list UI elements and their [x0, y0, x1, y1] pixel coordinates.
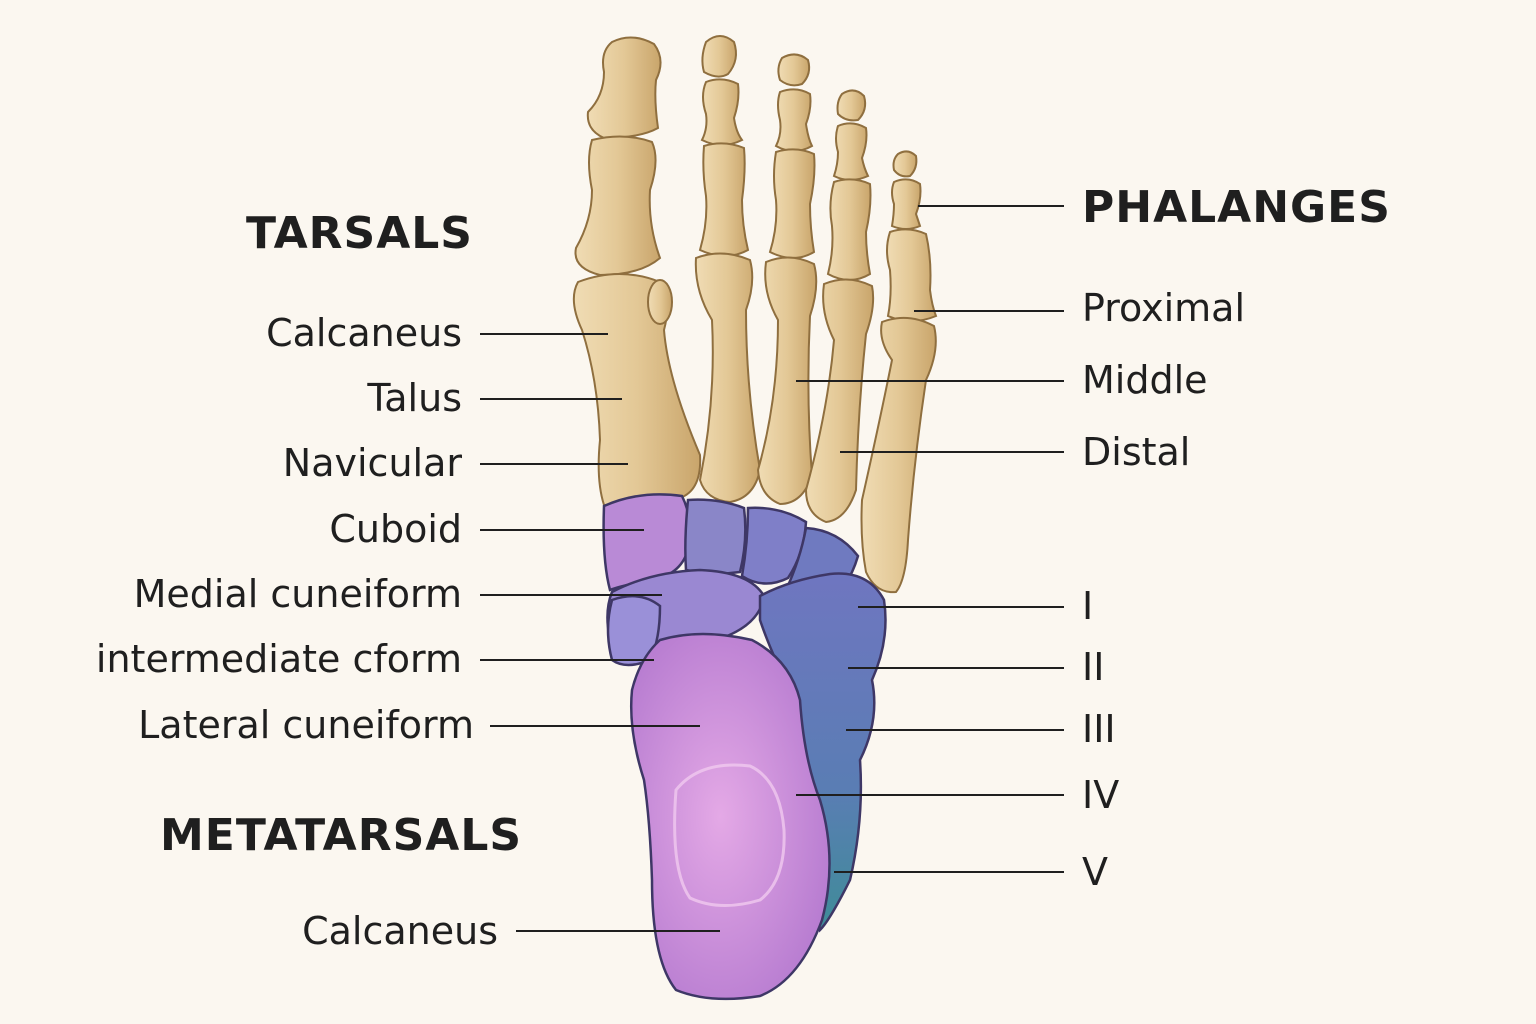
hallux-proximal-phalanx: [574, 135, 662, 277]
medial-cuneiform-bone: [684, 498, 747, 575]
label-navicular: Navicular: [282, 441, 462, 485]
third-toe-distal: [777, 53, 811, 87]
intermediate-cuneiform-bone: [740, 506, 808, 585]
label-lateral-cuneiform: Lateral cuneiform: [138, 703, 474, 747]
fifth-toe: [860, 150, 938, 594]
label-distal: Distal: [1082, 430, 1191, 474]
calcaneus-highlight: [673, 763, 786, 908]
hallux: [572, 36, 702, 509]
fifth-toe-proximal: [886, 228, 938, 322]
fourth-toe: [804, 89, 875, 524]
fifth-toe-middle: [890, 178, 922, 230]
fourth-toe-middle: [832, 122, 870, 181]
second-toe-distal: [701, 35, 737, 78]
heading-tarsals: TARSALS: [246, 208, 473, 259]
label-medial-cuneiform: Medial cuneiform: [133, 572, 462, 616]
label-calcaneus: Calcaneus: [266, 311, 462, 355]
third-toe-proximal: [768, 148, 816, 259]
label-proximal: Proximal: [1082, 286, 1246, 330]
hallux-distal-phalanx: [586, 36, 662, 140]
fourth-metatarsal: [804, 278, 875, 524]
fourth-toe-proximal: [826, 178, 872, 281]
label-middle: Middle: [1082, 358, 1208, 402]
label-intermediate-cform: intermediate cform: [95, 637, 462, 681]
numeral-V: V: [1082, 850, 1108, 894]
second-toe: [694, 35, 762, 504]
third-toe-middle: [774, 88, 814, 152]
leader-lines: [480, 205, 1064, 932]
second-metatarsal: [694, 252, 762, 504]
numeral-III: III: [1082, 707, 1116, 751]
fourth-toe-distal: [836, 89, 867, 122]
third-toe: [756, 53, 818, 506]
heading-metatarsals: METATARSALS: [160, 810, 523, 861]
fifth-metatarsal: [860, 316, 937, 594]
numeral-IV: IV: [1082, 773, 1120, 817]
second-toe-middle: [700, 78, 744, 146]
midfoot-bones: [602, 493, 887, 1001]
heading-phalanges: PHALANGES: [1082, 182, 1391, 233]
first-metatarsal: [572, 273, 702, 509]
fifth-toe-distal: [892, 150, 918, 178]
sesamoid: [647, 279, 673, 325]
label-calcaneus-lower: Calcaneus: [302, 909, 498, 953]
numeral-II: II: [1082, 645, 1105, 689]
second-toe-proximal: [698, 142, 750, 257]
third-metatarsal: [756, 256, 818, 506]
label-talus: Talus: [367, 376, 462, 420]
numeral-I: I: [1082, 584, 1094, 628]
label-cuboid: Cuboid: [329, 507, 462, 551]
